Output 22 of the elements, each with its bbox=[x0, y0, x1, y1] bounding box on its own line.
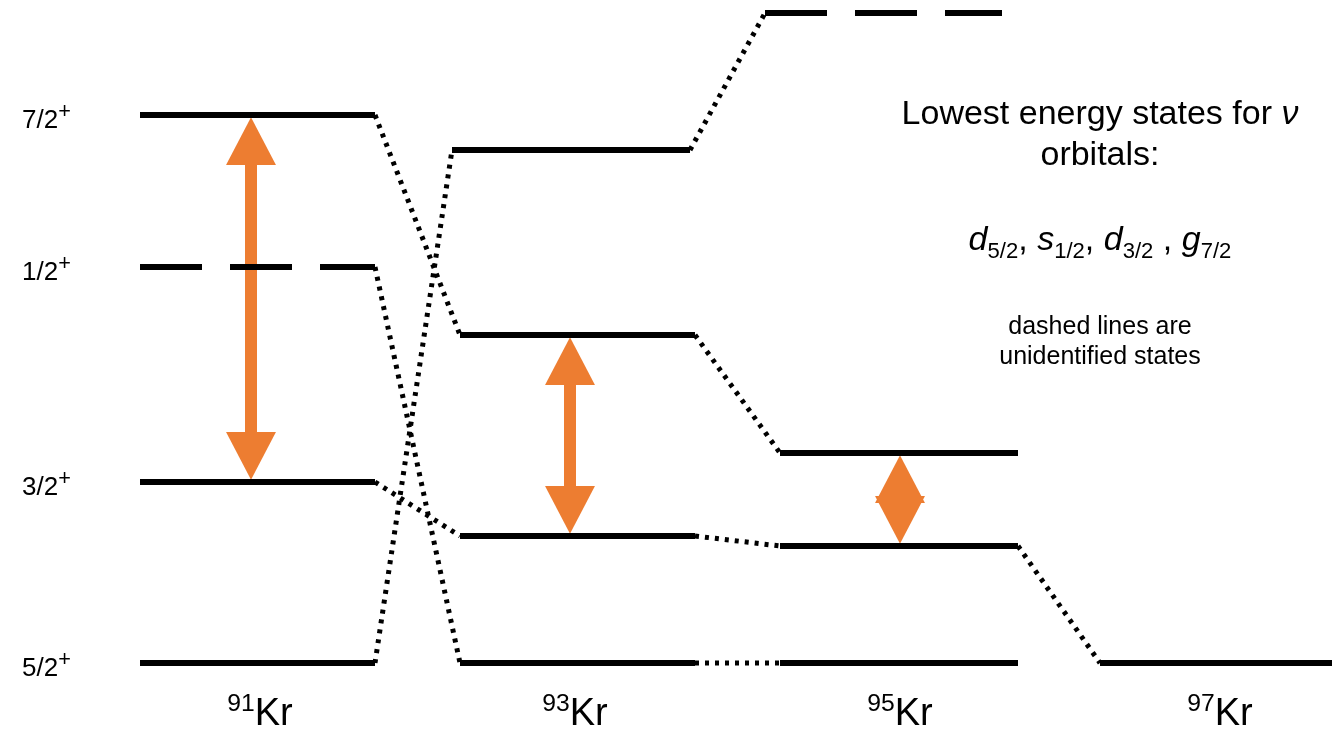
spin-parity-label: 1/2$^{+}$ bbox=[22, 250, 71, 287]
note-text: dashed lines are unidentified states bbox=[998, 310, 1202, 370]
dotted-connector bbox=[372, 114, 463, 336]
dotted-connector bbox=[373, 479, 462, 539]
isotope-label: $^{91}$Kr bbox=[226, 688, 294, 735]
spin-parity-label: 7/2$^{+}$ bbox=[22, 98, 71, 135]
dotted-connector bbox=[694, 533, 781, 549]
isotope-label: $^{95}$Kr bbox=[866, 688, 934, 735]
double-headed-arrow bbox=[875, 455, 925, 544]
isotope-label: $^{93}$Kr bbox=[541, 688, 609, 735]
orbital-list: d$_{5/2}$, s$_{1/2}$, d$_{3/2}$ , g$_{7/2}$ bbox=[900, 218, 1300, 265]
double-headed-arrow bbox=[226, 117, 276, 480]
dotted-connector bbox=[692, 333, 783, 455]
dotted-connector bbox=[695, 660, 780, 666]
heading-text: Lowest energy states for ν orbitals: bbox=[900, 92, 1300, 174]
dotted-connector bbox=[1015, 544, 1103, 665]
spin-parity-label: 5/2$^{+}$ bbox=[22, 646, 71, 683]
double-headed-arrow bbox=[545, 337, 595, 534]
spin-parity-label: 3/2$^{+}$ bbox=[22, 465, 71, 502]
dotted-connector bbox=[372, 266, 463, 664]
isotope-label: $^{97}$Kr bbox=[1186, 688, 1254, 735]
dotted-connector bbox=[687, 11, 768, 152]
